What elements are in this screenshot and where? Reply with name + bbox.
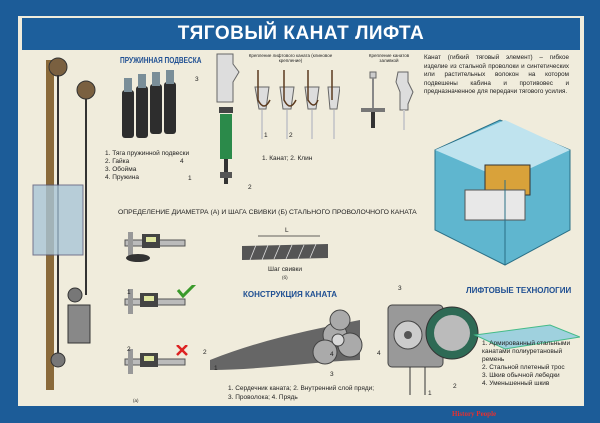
- construction-callout-4: 4: [330, 351, 334, 358]
- publisher-logo: History People: [452, 410, 497, 418]
- lay-label: Шаг свивки: [268, 266, 303, 273]
- poured-socket-images: [361, 71, 414, 130]
- caliper-correct: [124, 285, 197, 314]
- label-a: (а): [133, 398, 139, 403]
- tech-callout-4: 4: [377, 350, 381, 357]
- wedge-heading: Крепление лифтового каната (клиновое кре…: [248, 53, 333, 63]
- caliper-wrong: [124, 345, 188, 374]
- lay-length-label: L: [285, 227, 289, 234]
- machine-room-illustration: [434, 119, 571, 266]
- pour-heading: Крепление канатов заливкой: [368, 53, 410, 63]
- elevator-shaft-illustration: [32, 57, 96, 390]
- spring-suspension-image: [122, 70, 176, 138]
- caliper-num-1: 1: [127, 289, 131, 296]
- rope-description: Канат (гибкий тяговый элемент) – гибкое …: [424, 54, 569, 95]
- check-icon: [176, 285, 197, 299]
- tech-callout-1: 1: [428, 390, 432, 397]
- wedge-label-1: 1: [264, 132, 268, 139]
- diameter-heading: ОПРЕДЕЛЕНИЕ ДИАМЕТРА (А) И ШАГА СВИВКИ (…: [118, 209, 417, 216]
- tech-legend-item: 2. Стальной плетеный трос: [482, 364, 565, 371]
- spring-legend-item: 3. Обойма: [105, 166, 137, 173]
- callout-2: 2: [248, 184, 252, 191]
- callout-4: 4: [180, 158, 184, 165]
- spring-legend: 1. Тяга пружинной подвески 2. Гайка 3. О…: [105, 150, 189, 182]
- construction-legend-1: 1. Сердечник каната; 2. Внутренний слой …: [228, 385, 375, 392]
- spring-legend-item: 4. Пружина: [105, 174, 139, 181]
- construction-legend-2: 3. Проволока; 4. Прядь: [228, 394, 298, 401]
- label-b: (б): [282, 275, 288, 280]
- callout-1: 1: [188, 175, 192, 182]
- sheave-comparison-image: [387, 304, 580, 395]
- spring-legend-item: 2. Гайка: [105, 158, 130, 165]
- wedge-legend: 1. Канат; 2. Клин: [262, 155, 313, 162]
- tech-legend-item: 4. Уменьшенный шкив: [482, 380, 550, 387]
- wedge-label-2: 2: [289, 132, 293, 139]
- callout-3: 3: [195, 76, 199, 83]
- construction-callout-2: 2: [203, 349, 207, 356]
- tech-heading: ЛИФТОВЫЕ ТЕХНОЛОГИИ: [466, 286, 572, 295]
- construction-heading: КОНСТРУКЦИЯ КАНАТА: [243, 290, 337, 299]
- spring-assembly-diagram: [216, 53, 240, 184]
- spring-heading: ПРУЖИННАЯ ПОДВЕСКА: [120, 56, 202, 65]
- tech-callout-3: 3: [398, 285, 402, 292]
- construction-callout-3: 3: [330, 371, 334, 378]
- caliper-a: [124, 232, 186, 262]
- poster-title: ТЯГОВЫЙ КАНАТ ЛИФТА: [22, 18, 580, 50]
- cross-icon: [176, 345, 188, 356]
- tech-legend-item: 3. Шкив обычной лебедки: [482, 372, 560, 379]
- construction-callout-1: 1: [214, 365, 218, 372]
- spring-legend-item: 1. Тяга пружинной подвески: [105, 150, 190, 157]
- rope-construction-image: [210, 309, 363, 370]
- tech-callout-2: 2: [453, 383, 457, 390]
- tech-legend: 1. Армированный стальными канатами полиу…: [482, 340, 582, 388]
- wedge-clamp-images: [254, 70, 340, 139]
- caliper-num-2: 2: [127, 346, 131, 353]
- tech-legend-item: 1. Армированный стальными канатами полиу…: [482, 340, 571, 363]
- lay-length-diagram: [242, 235, 328, 261]
